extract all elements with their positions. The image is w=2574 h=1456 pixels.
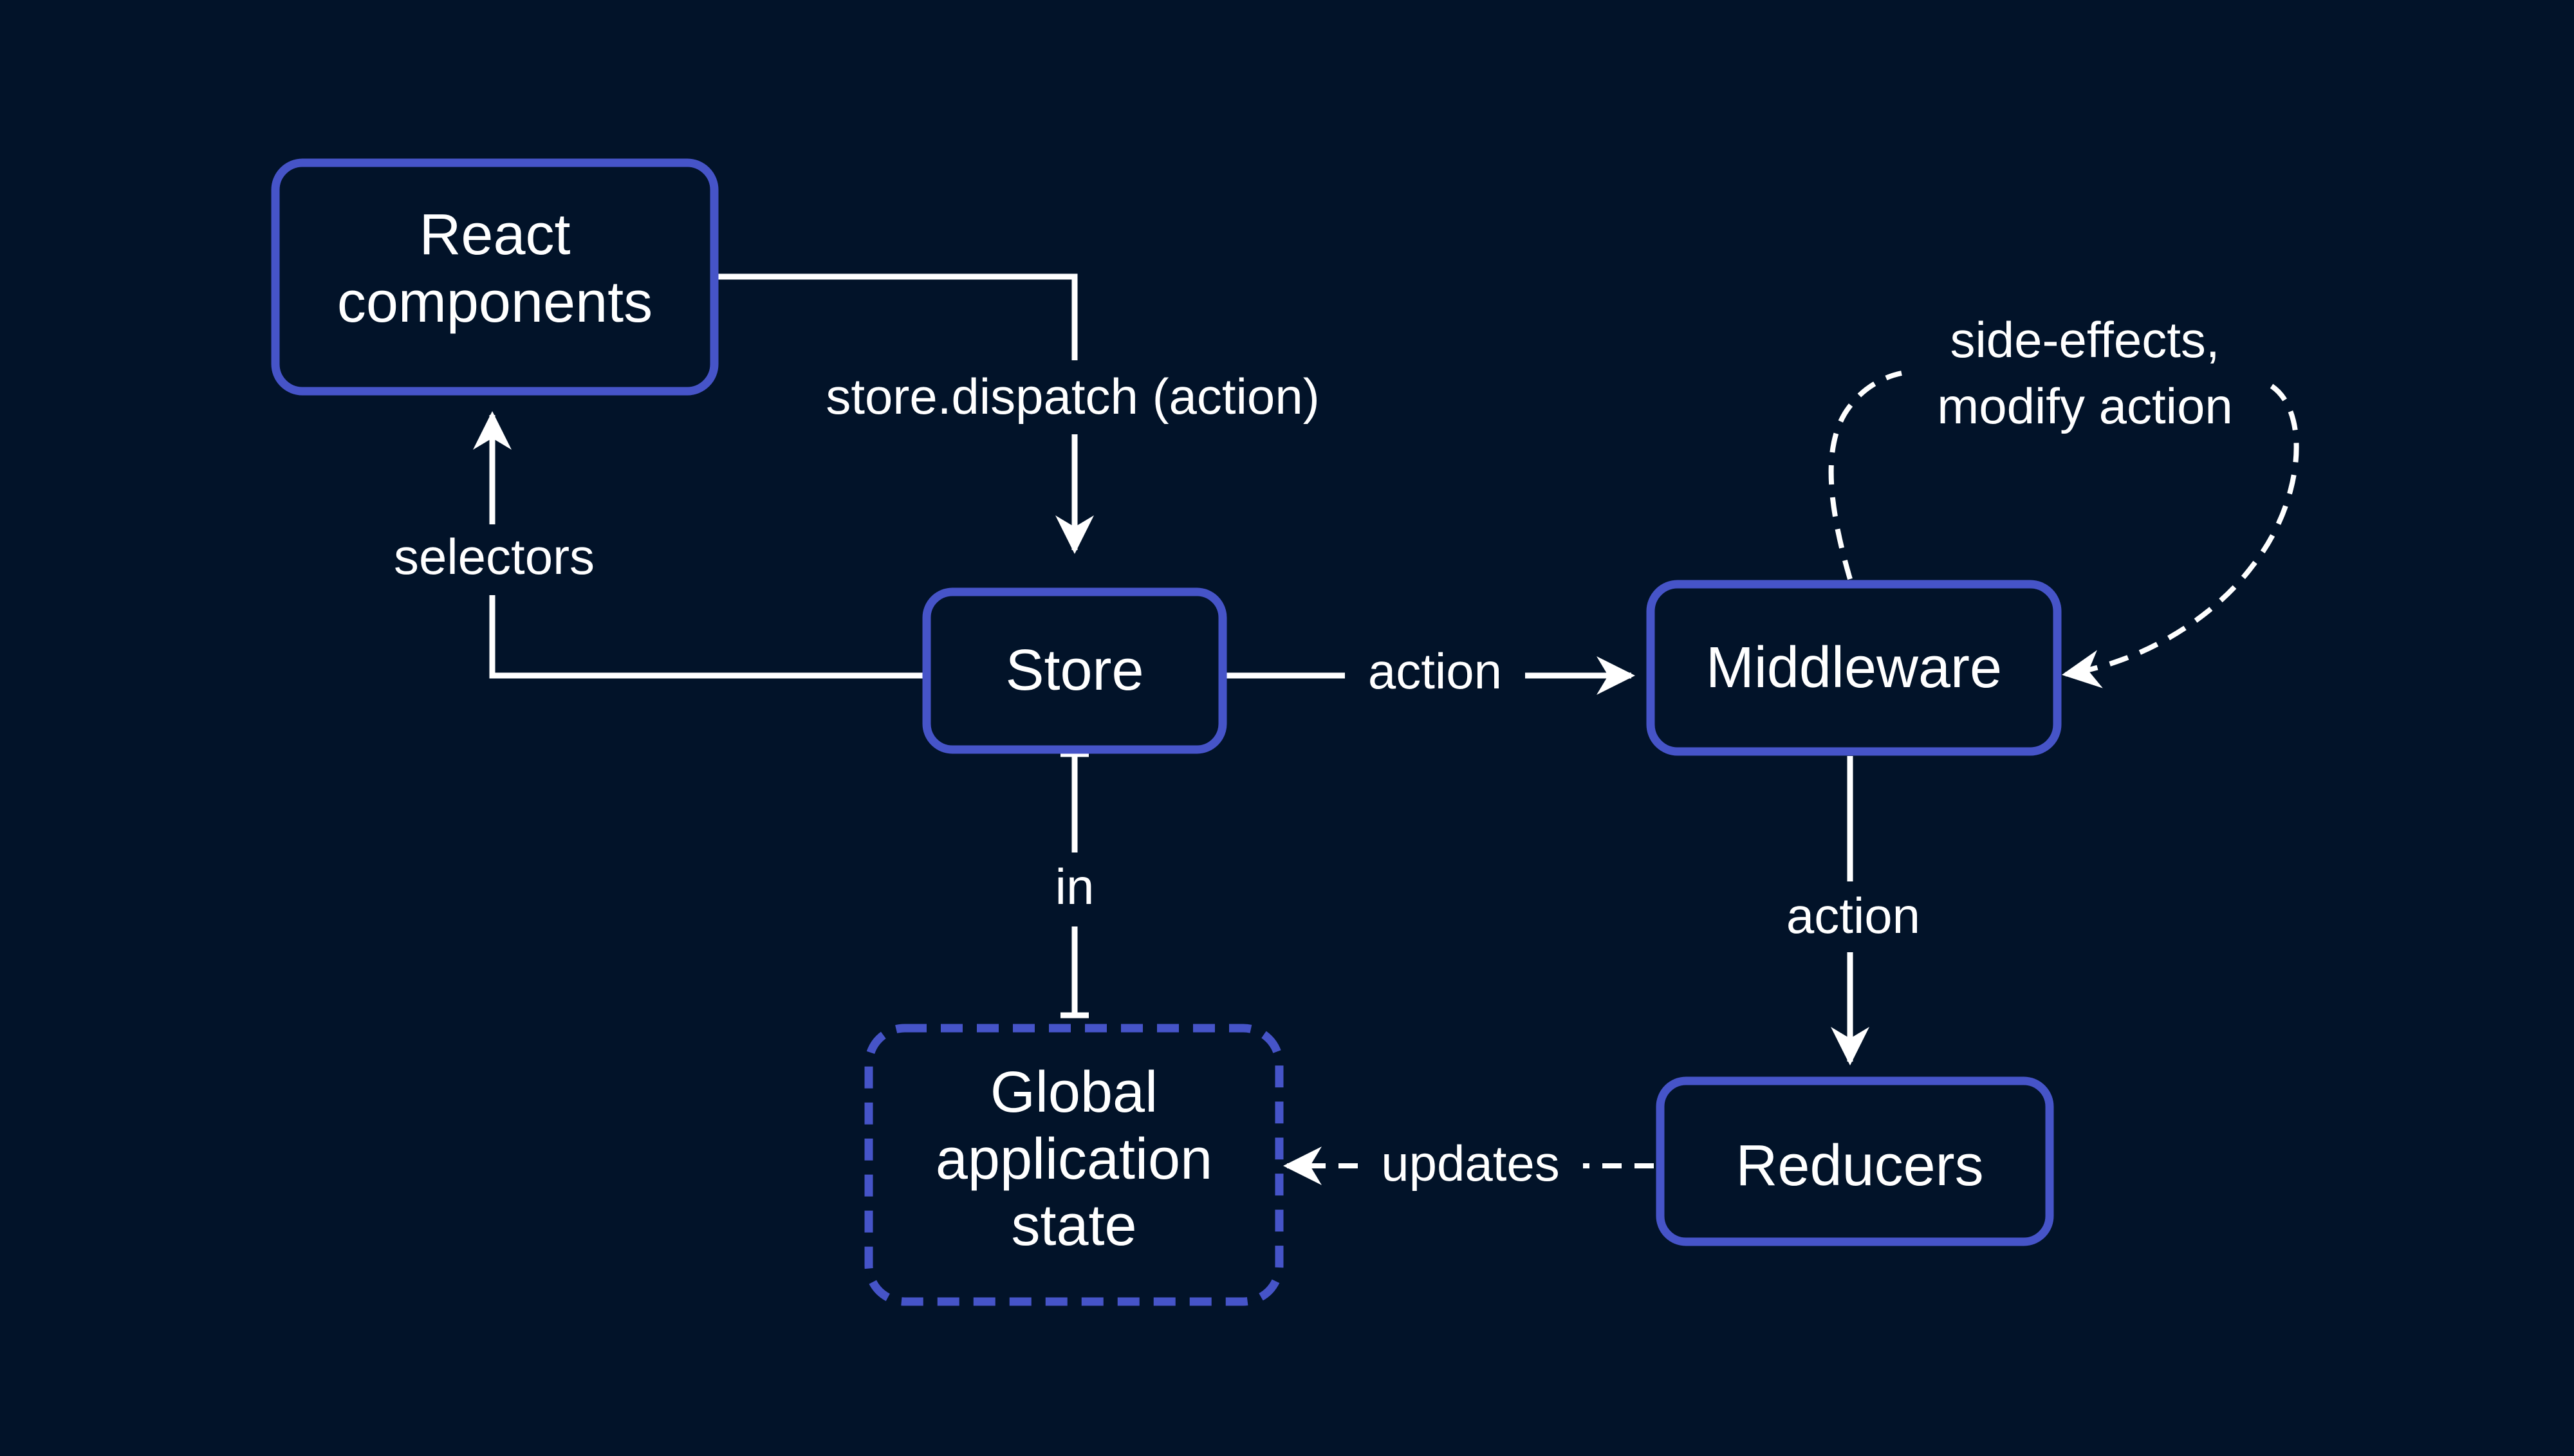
node-global-state-line2: application bbox=[936, 1127, 1212, 1192]
node-global-state: Global application state bbox=[864, 1024, 1284, 1306]
edge-side-effects-loop-right bbox=[2062, 383, 2299, 688]
node-middleware-label: Middleware bbox=[1706, 636, 2002, 700]
node-react-components-line1: React bbox=[419, 203, 570, 267]
edge-label-dispatch: store.dispatch (action) bbox=[826, 368, 1319, 425]
edge-selectors-line bbox=[489, 595, 927, 679]
node-store: Store bbox=[922, 587, 1227, 754]
node-global-state-line1: Global bbox=[990, 1060, 1158, 1125]
node-react-components: React components bbox=[271, 158, 719, 396]
edge-label-middleware-reducers: action bbox=[1786, 887, 1920, 944]
edge-label-updates: updates bbox=[1381, 1135, 1560, 1192]
node-react-components-line2: components bbox=[337, 270, 653, 335]
node-middleware: Middleware bbox=[1646, 580, 2062, 756]
edge-label-side-effects-line2: modify action bbox=[1937, 378, 2233, 434]
edge-label-side-effects-line1: side-effects, bbox=[1950, 311, 2219, 368]
node-global-state-line3: state bbox=[1011, 1193, 1136, 1258]
edge-label-in: in bbox=[1055, 858, 1095, 915]
edge-label-selectors: selectors bbox=[394, 528, 595, 585]
edge-label-store-middleware: action bbox=[1368, 643, 1502, 699]
node-store-label: Store bbox=[1005, 638, 1143, 703]
node-reducers: Reducers bbox=[1656, 1076, 2054, 1246]
edge-side-effects-loop-left bbox=[1828, 371, 1902, 580]
edge-dispatch-line bbox=[714, 273, 1078, 360]
node-reducers-label: Reducers bbox=[1736, 1134, 1983, 1198]
